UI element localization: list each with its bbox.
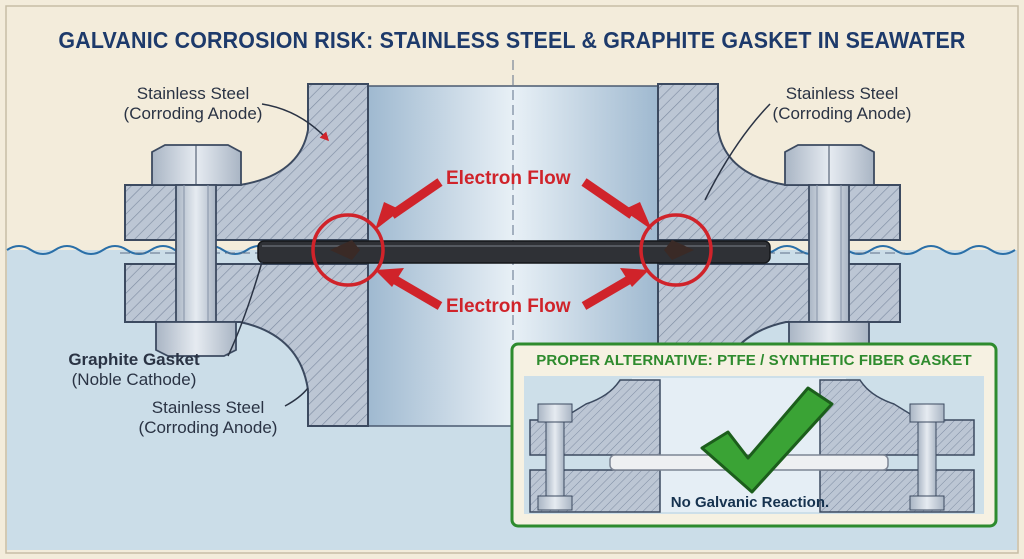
arrow-icon — [581, 178, 652, 230]
label-top-right-line2: (Corroding Anode) — [772, 104, 912, 123]
label-top-left-line2: (Corroding Anode) — [123, 104, 263, 123]
label-gasket-line2: (Noble Cathode) — [71, 370, 197, 389]
label-gasket-line1: Graphite Gasket — [68, 350, 200, 369]
checkmark-icon — [700, 386, 834, 494]
alternative-title: PROPER ALTERNATIVE: PTFE / SYNTHETIC FIB… — [536, 352, 972, 369]
arrow-icon — [375, 178, 443, 230]
arrow-icon — [375, 268, 443, 310]
page-title: GALVANIC CORROSION RISK: STAINLESS STEEL… — [58, 27, 966, 53]
arrow-icon — [581, 268, 649, 310]
label-gasket: Graphite Gasket (Noble Cathode) — [44, 350, 224, 390]
electron-flow-bottom: Electron Flow — [446, 296, 571, 317]
corrosion-zone-left — [311, 213, 385, 287]
alternative-note: No Galvanic Reaction. — [670, 494, 830, 511]
label-top-left-line1: Stainless Steel — [136, 84, 250, 103]
label-bottom-left-line2: (Corroding Anode) — [138, 418, 278, 437]
corrosion-zone-right — [639, 213, 713, 287]
label-bottom-left: Stainless Steel (Corroding Anode) — [128, 398, 288, 438]
label-top-right: Stainless Steel (Corroding Anode) — [762, 84, 922, 124]
label-bottom-left-line1: Stainless Steel — [151, 398, 265, 417]
bolt-left — [151, 144, 242, 357]
label-top-right-line1: Stainless Steel — [785, 84, 899, 103]
electron-flow-top: Electron Flow — [446, 168, 571, 189]
label-top-left: Stainless Steel (Corroding Anode) — [118, 84, 268, 124]
alternative-inset — [510, 342, 998, 528]
